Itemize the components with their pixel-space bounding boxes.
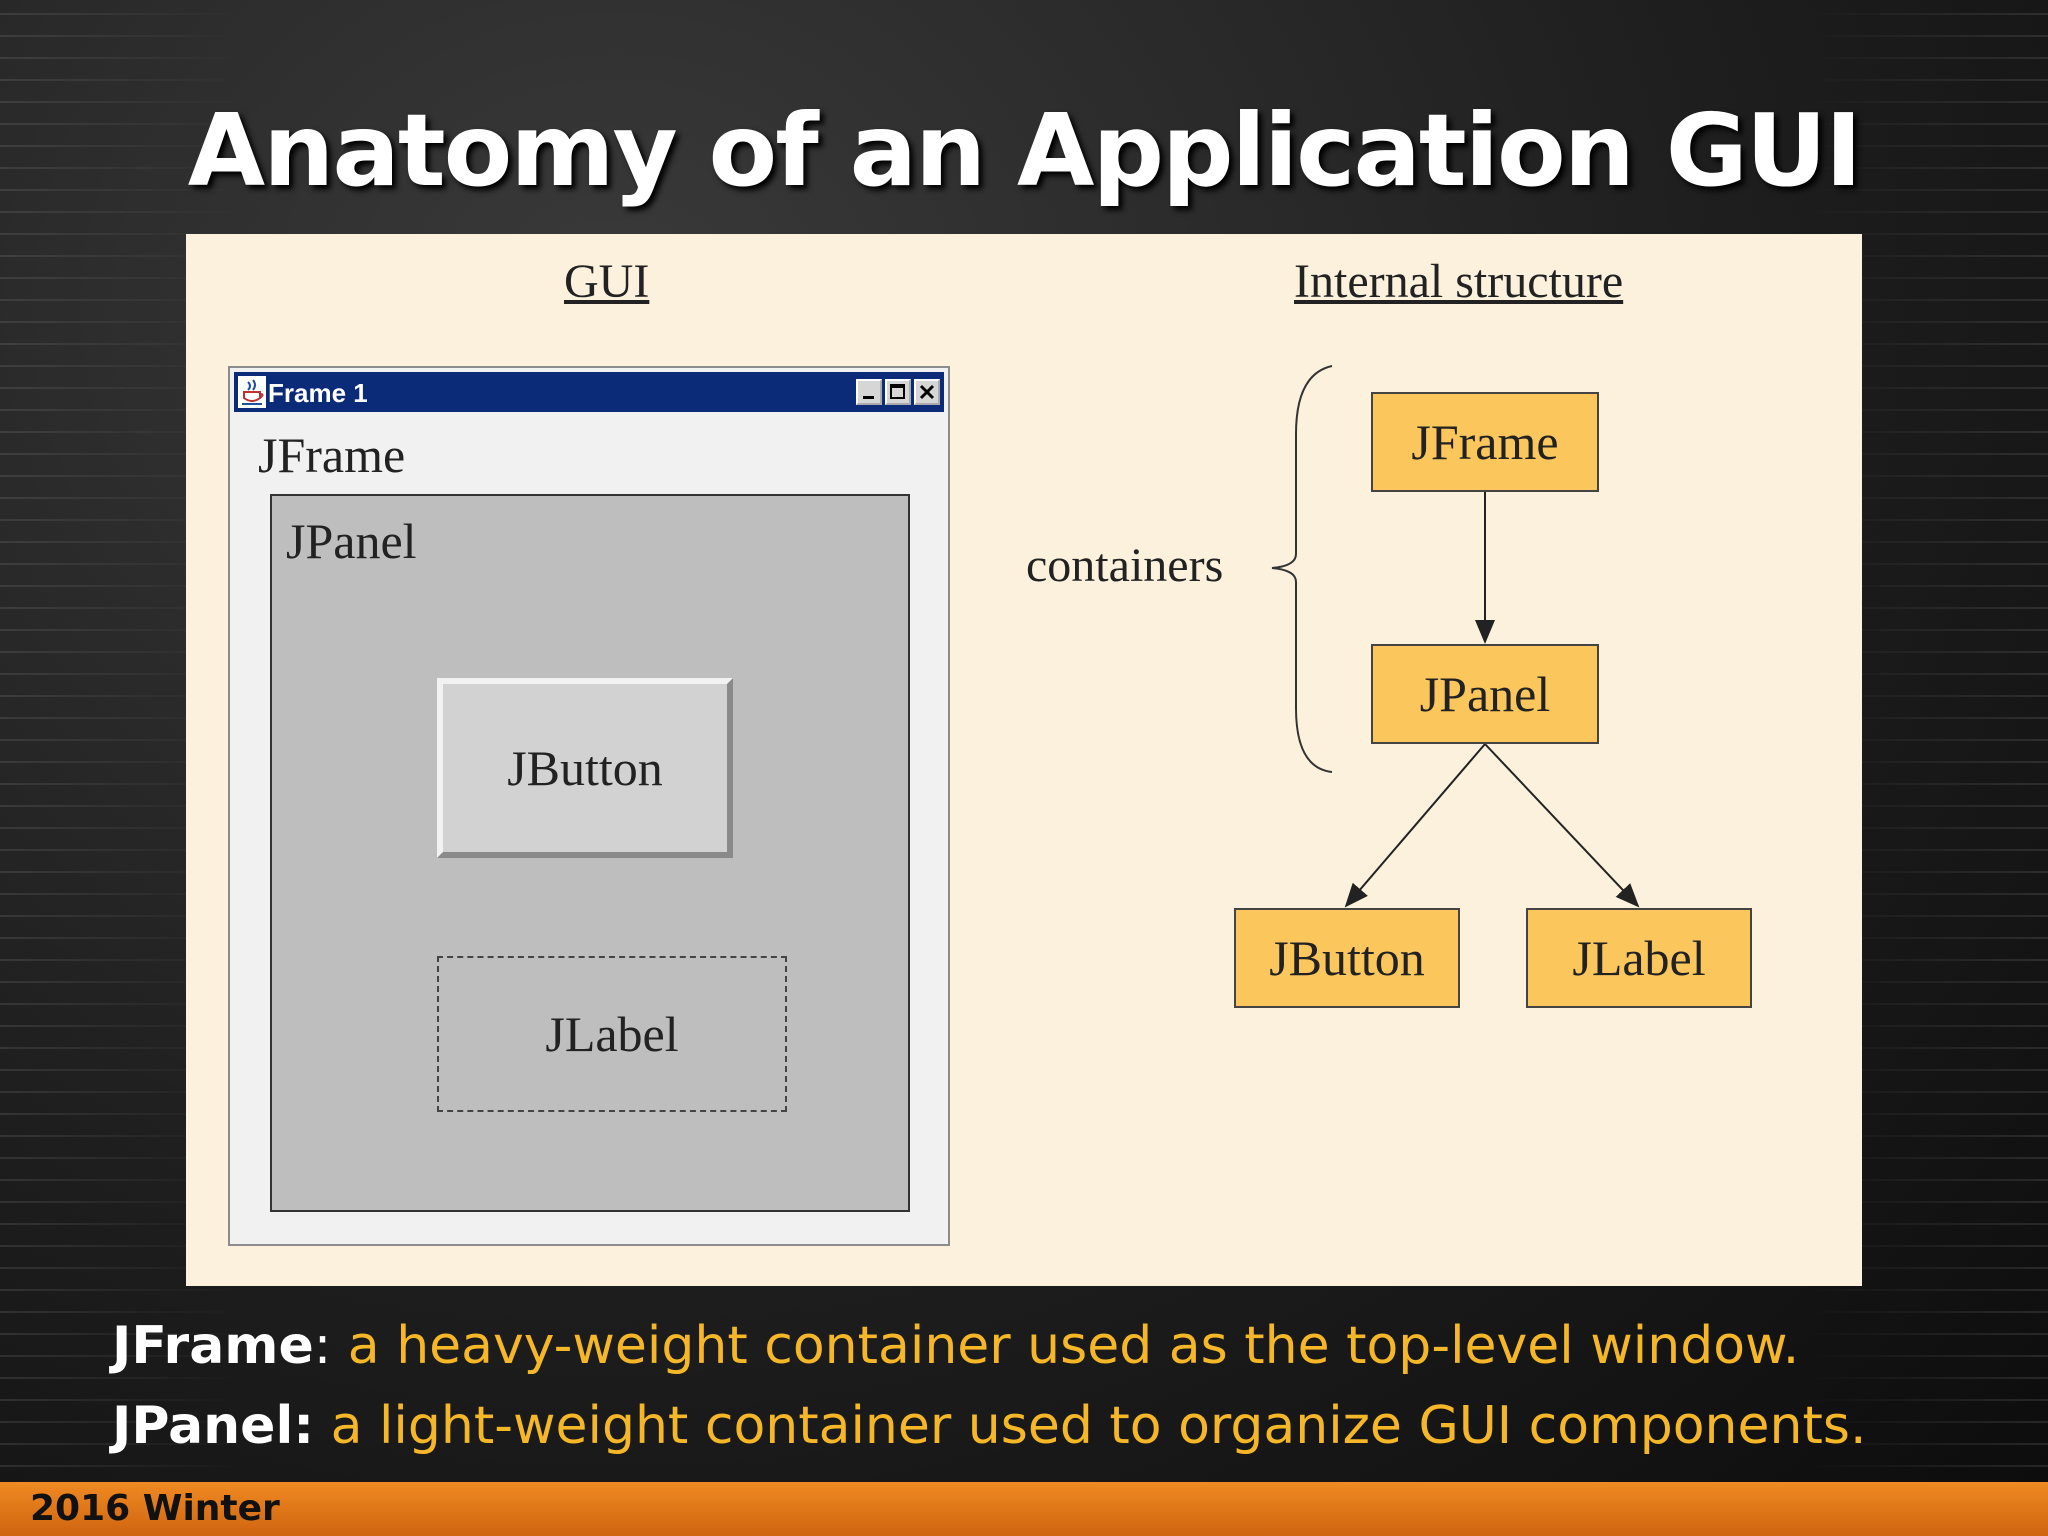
definition-list: JFrame: a heavy-weight container used as… [112, 1306, 1866, 1466]
term-jpanel: JPanel: [112, 1396, 315, 1456]
window-titlebar: Frame 1 [234, 372, 944, 412]
jframe-label: JFrame [258, 427, 406, 483]
footer-text: 2016 Winter [30, 1488, 280, 1529]
tree-node-jbutton: JButton [1234, 908, 1460, 1008]
slide-title: Anatomy of an Application GUI [187, 92, 1862, 209]
jlabel-mock: JLabel [437, 956, 787, 1112]
containers-label: containers [1026, 539, 1224, 592]
definition-text-jframe: a heavy-weight container used as the top… [347, 1316, 1800, 1376]
footer-bar: 2016 Winter [0, 1482, 2048, 1536]
term-separator: : [313, 1316, 348, 1376]
minimize-button[interactable] [856, 379, 882, 405]
term-separator [314, 1396, 331, 1456]
jbutton-label: JButton [507, 740, 663, 796]
jpanel-area: JPanel JButton JLabel [270, 494, 910, 1212]
gui-caption: GUI [564, 255, 650, 308]
frame-window: Frame 1 JFrame JPanel JButton JLabel [228, 366, 950, 1246]
java-cup-icon [238, 376, 266, 408]
minimize-icon [863, 396, 874, 399]
structure-caption: Internal structure [1294, 255, 1624, 308]
tree-node-jpanel: JPanel [1371, 644, 1599, 744]
edge-jpanel-jlabel [1484, 743, 1640, 908]
definition-jpanel: JPanel: a light-weight container used to… [112, 1386, 1866, 1466]
anatomy-figure: GUI Internal structure Frame 1 JFrame [186, 234, 1862, 1286]
tree-node-jframe: JFrame [1371, 392, 1599, 492]
jbutton-mock[interactable]: JButton [437, 678, 733, 858]
edge-jpanel-jbutton [1344, 743, 1486, 908]
jpanel-label: JPanel [286, 513, 417, 569]
close-icon [919, 384, 935, 400]
close-button[interactable] [914, 379, 940, 405]
tree-node-jlabel: JLabel [1526, 908, 1752, 1008]
jlabel-label: JLabel [545, 1006, 679, 1062]
tree-connectors [1271, 365, 1640, 908]
maximize-icon [890, 384, 905, 399]
maximize-button[interactable] [885, 379, 911, 405]
containers-brace [1271, 365, 1333, 773]
term-jframe: JFrame [112, 1316, 314, 1376]
definition-jframe: JFrame: a heavy-weight container used as… [112, 1306, 1866, 1386]
window-title: Frame 1 [268, 378, 368, 408]
definition-text-jpanel: a light-weight container used to organiz… [330, 1396, 1867, 1456]
